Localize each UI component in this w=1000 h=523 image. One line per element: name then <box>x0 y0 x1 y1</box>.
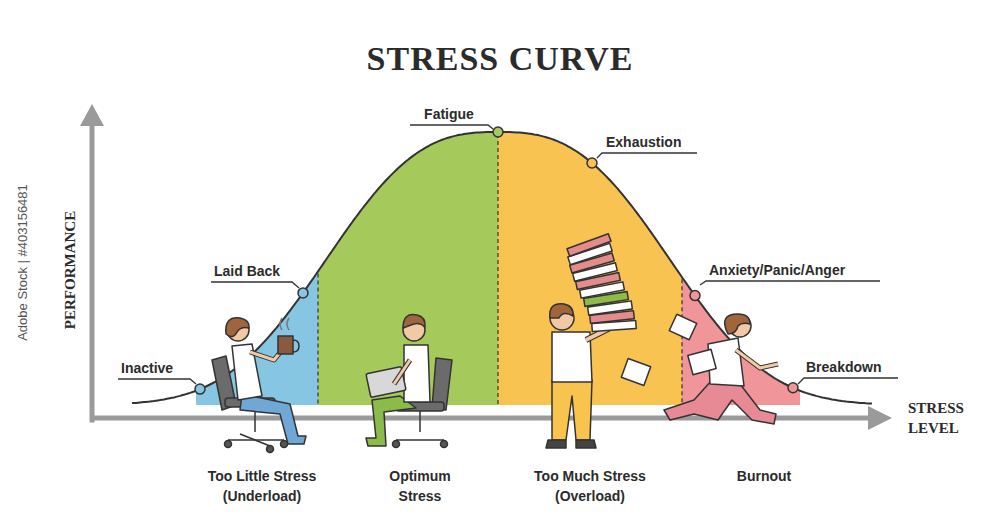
axes <box>80 104 892 430</box>
paper-stack <box>567 234 651 386</box>
burnout-band <box>682 277 800 405</box>
curve-point <box>298 288 308 298</box>
zone-label: Too Little Stress (Underload) <box>187 466 337 506</box>
curve-label: Laid Back <box>214 263 280 279</box>
zone-divider <box>681 279 682 405</box>
zone-label-slot: Optimum Stress <box>380 466 460 506</box>
curve-points <box>195 127 798 394</box>
curve-label-slot: Anxiety/Panic/Anger <box>709 262 845 278</box>
axis-label: STRESS LEVEL <box>908 398 984 438</box>
watermark-slot: Adobe Stock | #403156481 <box>15 184 30 341</box>
axis-label: PERFORMANCE <box>60 211 80 329</box>
curve-point <box>493 127 503 137</box>
curve-label-slot: Inactive <box>121 360 173 376</box>
diagram-title: STRESS CURVE <box>367 40 634 78</box>
axis-label-slot: PERFORMANCE <box>60 211 80 329</box>
curve-point <box>788 383 798 393</box>
curve-label: Anxiety/Panic/Anger <box>709 262 845 278</box>
zone-label: Burnout <box>719 466 809 486</box>
curve-point <box>195 384 205 394</box>
working-person <box>366 315 452 448</box>
overloaded-person <box>546 234 651 448</box>
zone-label-slot: Burnout <box>719 466 809 486</box>
curve-label-slot: Fatigue <box>424 106 474 122</box>
curve-label-slot: Exhaustion <box>606 134 681 150</box>
curve-label: Inactive <box>121 360 173 376</box>
zone-divider <box>317 273 318 405</box>
relaxed-person <box>212 318 306 453</box>
curve-label-slot: Breakdown <box>806 359 881 375</box>
curve-point <box>587 158 597 168</box>
curve-label: Exhaustion <box>606 134 681 150</box>
diagram-title-slot: STRESS CURVE <box>367 40 634 78</box>
zone-divider <box>497 134 498 405</box>
underload-band <box>196 271 318 405</box>
burnout-person <box>664 314 778 424</box>
zone-label-slot: Too Much Stress (Overload) <box>515 466 665 506</box>
zone-label: Optimum Stress <box>380 466 460 506</box>
curve-label: Breakdown <box>806 359 881 375</box>
zone-label: Too Much Stress (Overload) <box>515 466 665 506</box>
watermark: Adobe Stock | #403156481 <box>15 184 30 341</box>
zone-dividers <box>318 134 682 405</box>
axis-label-slot: STRESS LEVEL <box>908 398 984 438</box>
curve-label-slot: Laid Back <box>214 263 280 279</box>
curve-label: Fatigue <box>424 106 474 122</box>
zone-label-slot: Too Little Stress (Underload) <box>187 466 337 506</box>
overload-band <box>498 132 682 405</box>
curve-point <box>690 291 700 301</box>
stress-curve <box>132 132 872 404</box>
optimum-band <box>318 132 498 405</box>
